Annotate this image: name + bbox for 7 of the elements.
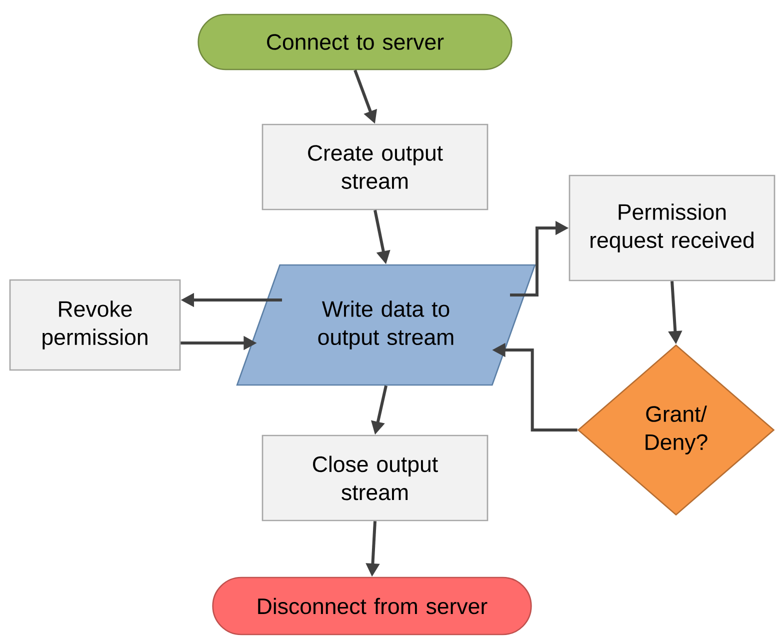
data-parallelogram: Write data to output stream bbox=[236, 264, 536, 386]
process-box: Create output stream bbox=[262, 124, 488, 210]
process-box: Close output stream bbox=[262, 434, 488, 522]
end-terminal: Disconnect from server bbox=[212, 576, 532, 636]
process-box: Revoke permission bbox=[9, 279, 181, 371]
process-box: Permission request received bbox=[568, 174, 776, 282]
start-terminal: Connect to server bbox=[198, 14, 512, 70]
